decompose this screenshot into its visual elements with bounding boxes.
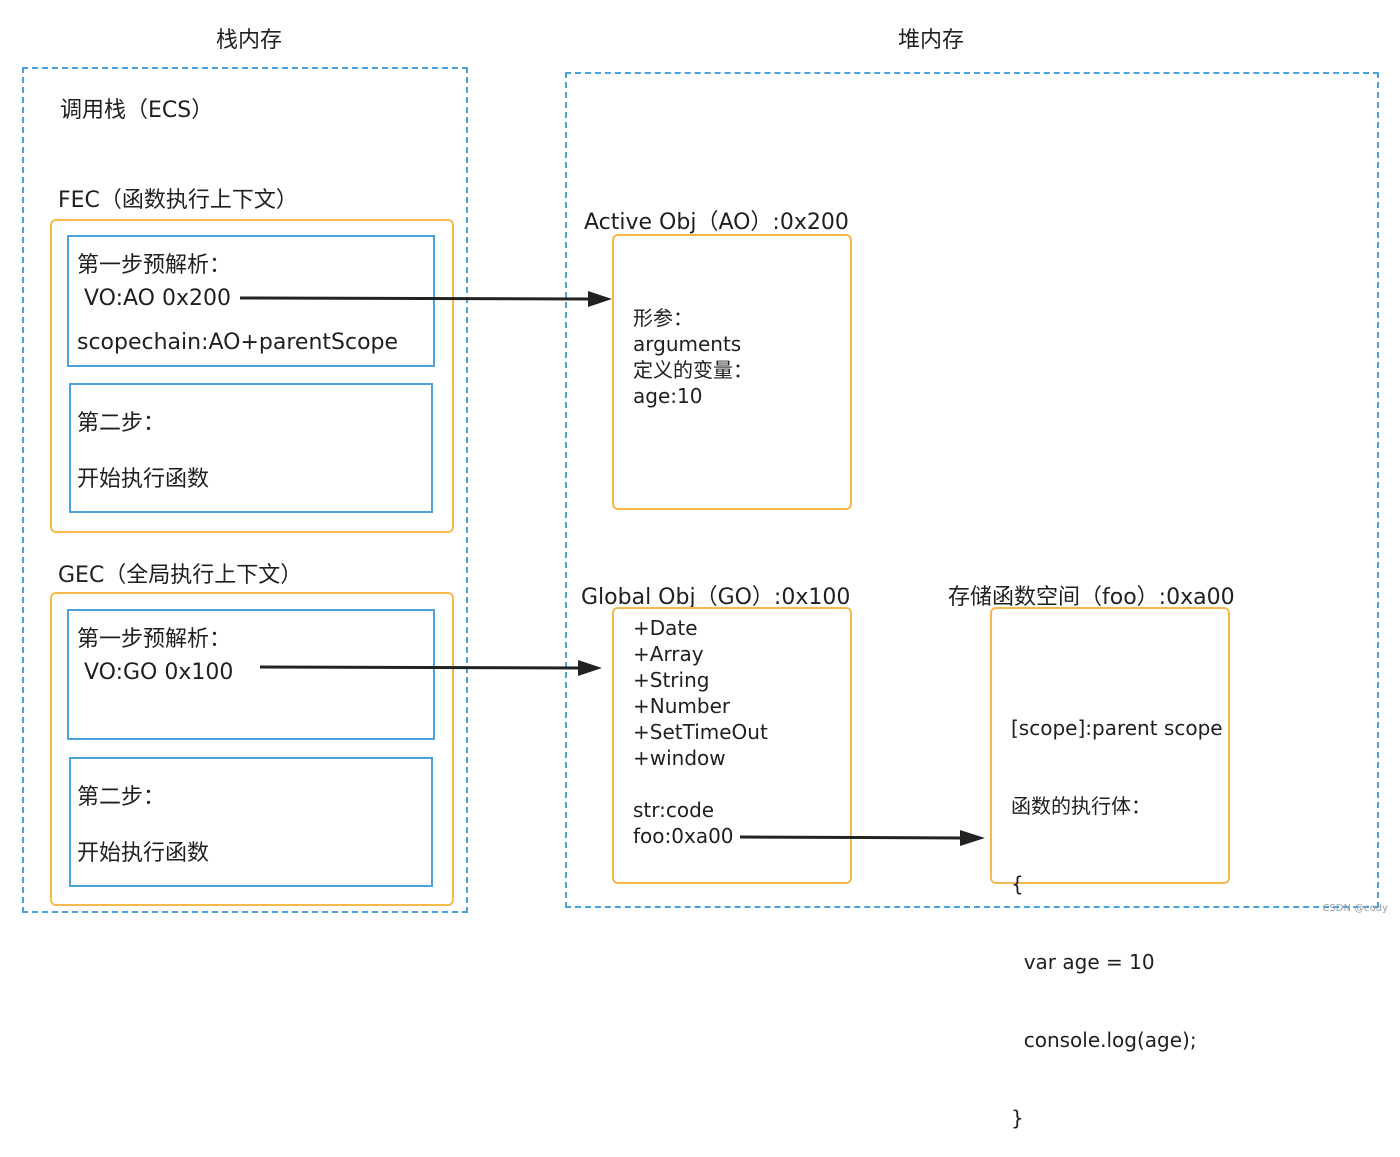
go-line: foo:0xa00 xyxy=(633,824,734,848)
go-line: +Date xyxy=(633,616,698,640)
go-line: +Number xyxy=(633,694,731,718)
foo-line: } xyxy=(1011,1106,1024,1130)
arrow-go-to-foo xyxy=(739,830,985,846)
gec-step2-body: 开始执行函数 xyxy=(77,841,210,866)
ao-line: 定义的变量： xyxy=(633,358,753,382)
fec-scopechain-label: scopechain:AO+parentScope xyxy=(77,330,399,355)
foo-line: 函数的执行体： xyxy=(1011,794,1151,818)
gec-step2-box xyxy=(69,757,433,887)
arrow-line xyxy=(239,296,591,301)
foo-line: { xyxy=(1011,872,1024,896)
stack-memory-title: 栈内存 xyxy=(216,28,283,53)
gec-vo-label: VO:GO 0x100 xyxy=(84,660,234,685)
ao-box xyxy=(612,234,852,510)
heap-memory-title: 堆内存 xyxy=(898,28,965,53)
arrows-layer xyxy=(239,291,985,846)
fec-title: FEC（函数执行上下文） xyxy=(58,188,298,213)
arrow-head xyxy=(578,660,602,676)
go-line: +SetTimeOut xyxy=(633,720,768,744)
fec-step1-box xyxy=(67,235,435,367)
gec-step2-title: 第二步： xyxy=(77,785,166,810)
call-stack-label: 调用栈（ECS） xyxy=(60,98,214,123)
watermark: CSDN @cody xyxy=(1322,903,1388,914)
ao-line: age:10 xyxy=(633,384,703,408)
foo-line: console.log(age); xyxy=(1011,1028,1197,1052)
fec-step1-title: 第一步预解析： xyxy=(77,253,232,278)
go-title: Global Obj（GO）:0x100 xyxy=(581,585,851,610)
fec-vo-label: VO:AO 0x200 xyxy=(84,286,231,311)
ao-line: arguments xyxy=(633,332,742,356)
arrow-head xyxy=(588,291,612,307)
arrow-line xyxy=(739,835,963,840)
gec-title: GEC（全局执行上下文） xyxy=(58,563,303,588)
heap-memory-region xyxy=(565,72,1379,908)
arrow-gec-to-go xyxy=(259,660,602,676)
foo-line: var age = 10 xyxy=(1011,950,1155,974)
fec-step2-body: 开始执行函数 xyxy=(77,467,210,492)
arrow-head xyxy=(960,830,985,846)
ao-title: Active Obj（AO）:0x200 xyxy=(584,210,849,235)
gec-step1-title: 第一步预解析： xyxy=(77,627,232,652)
go-line: +window xyxy=(633,746,726,770)
stack-memory-region xyxy=(22,67,468,913)
go-content: +Date +Array +String +Number +SetTimeOut… xyxy=(633,615,768,849)
gec-step1-box xyxy=(67,609,435,740)
ao-line: 形参： xyxy=(633,306,693,330)
foo-line: [scope]:parent scope xyxy=(1011,716,1223,740)
foo-box xyxy=(990,607,1230,884)
foo-title: 存储函数空间（foo）:0xa00 xyxy=(948,585,1235,610)
go-line: str:code xyxy=(633,798,715,822)
fec-step2-title: 第二步： xyxy=(77,411,166,436)
arrow-line xyxy=(259,665,581,670)
arrow-fec-to-ao xyxy=(239,291,612,307)
ao-content: 形参： arguments 定义的变量： age:10 xyxy=(633,305,753,409)
go-line: +String xyxy=(633,668,710,692)
fec-step2-box xyxy=(69,383,433,513)
go-line: +Array xyxy=(633,642,704,666)
